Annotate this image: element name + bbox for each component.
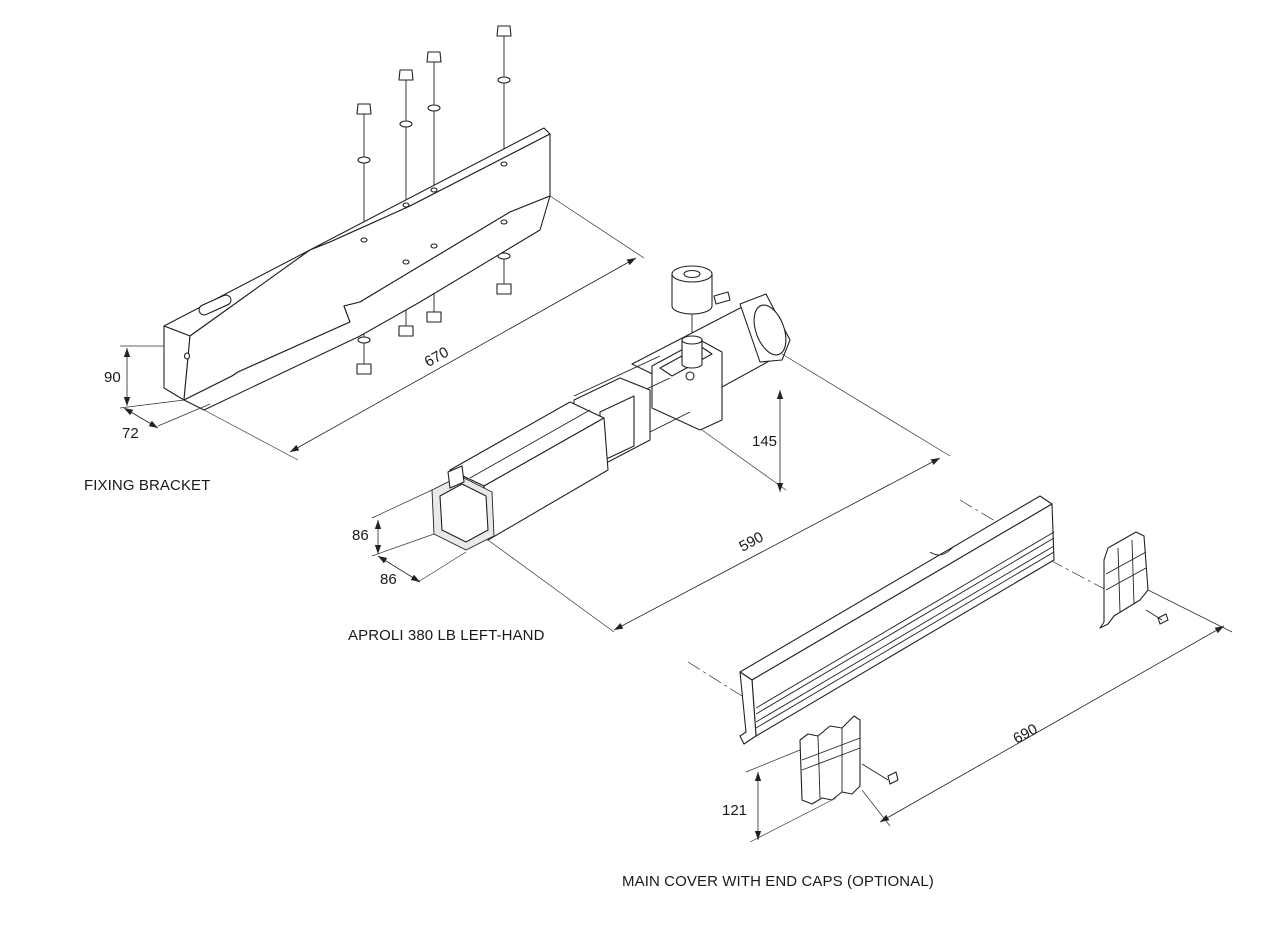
dimension-86-height-label: 86 bbox=[352, 527, 369, 544]
dimension-670-label: 670 bbox=[422, 344, 452, 371]
end-cap-right bbox=[1099, 531, 1169, 629]
main-cover-label: MAIN COVER WITH END CAPS (OPTIONAL) bbox=[622, 873, 934, 890]
spindle-adapter bbox=[671, 265, 731, 338]
fixing-bracket-label: FIXING BRACKET bbox=[84, 477, 210, 494]
dimension-72-label: 72 bbox=[122, 425, 139, 442]
dimension-86-depth-label: 86 bbox=[380, 571, 397, 588]
dimension-operator-shaft-height: 145 bbox=[701, 390, 787, 492]
fixing-bracket-drawing: 670 90 72 FIXING BRACKET bbox=[84, 25, 645, 494]
dimension-cover-height: 121 bbox=[722, 749, 837, 843]
dimension-operator-depth: 86 bbox=[377, 551, 467, 588]
main-cover bbox=[739, 495, 1055, 745]
dimension-bracket-depth: 72 bbox=[122, 403, 211, 442]
dimension-121-label: 121 bbox=[722, 802, 747, 819]
dimension-bracket-height: 90 bbox=[104, 345, 185, 409]
operator-drawing: 590 145 86 86 APROLI 380 LB LEFT-HAND bbox=[348, 265, 951, 644]
dimension-145-label: 145 bbox=[752, 433, 777, 450]
operator-label: APROLI 380 LB LEFT-HAND bbox=[348, 627, 545, 644]
dimension-operator-height: 86 bbox=[352, 489, 435, 557]
dimension-690-label: 690 bbox=[1010, 721, 1040, 748]
main-cover-drawing: 690 121 MAIN COVER WITH END CAPS (OPTION… bbox=[622, 495, 1233, 890]
end-cap-left bbox=[799, 715, 899, 805]
dimension-90-label: 90 bbox=[104, 369, 121, 386]
